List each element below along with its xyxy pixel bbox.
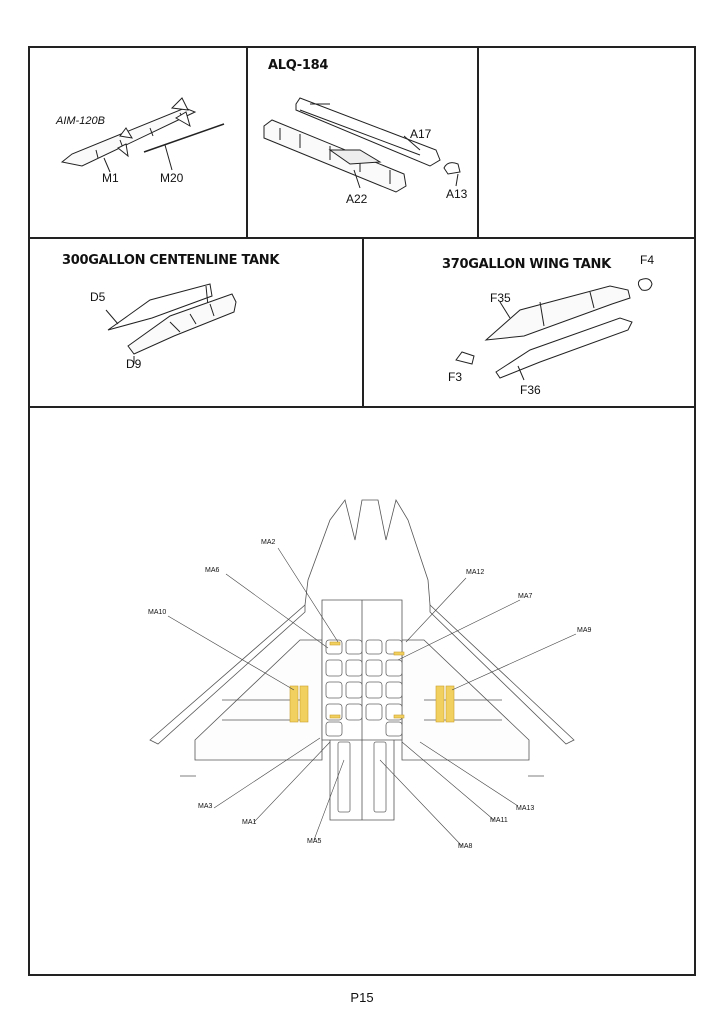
- wing-tank-drawing: [455, 278, 653, 381]
- part-label-f3: F3: [448, 370, 463, 384]
- divider-col-2: [477, 46, 479, 238]
- part-label-ma13: MA13: [516, 805, 535, 812]
- part-label-ma10: MA10: [148, 609, 167, 616]
- part-label-f4: F4: [640, 253, 655, 267]
- missile-drawing: [60, 97, 225, 173]
- part-label-ma2: MA2: [261, 539, 276, 546]
- part-label-ma12: MA12: [466, 569, 485, 576]
- wing-tank-title: 370GALLON WING TANK: [442, 257, 611, 272]
- page-number: P15: [350, 990, 374, 1005]
- part-label-ma3: MA3: [198, 803, 213, 810]
- part-label-ma8: MA8: [458, 843, 473, 850]
- divider-row-2: [28, 406, 696, 408]
- missile-name: AIM-120B: [56, 115, 105, 127]
- center-tank-drawing: [105, 283, 237, 364]
- divider-col-3: [362, 237, 364, 407]
- part-label-f36: F36: [520, 383, 541, 397]
- part-label-ma1: MA1: [242, 819, 257, 826]
- center-tank-title: 300GALLON CENTENLINE TANK: [62, 253, 280, 268]
- divider-col-1: [246, 46, 248, 238]
- pod-drawing: [263, 97, 461, 193]
- part-label-m20: M20: [160, 171, 184, 185]
- part-label-a13: A13: [446, 187, 468, 201]
- page-frame: [28, 46, 696, 976]
- part-label-m1: M1: [102, 171, 119, 185]
- part-label-ma7: MA7: [518, 593, 533, 600]
- part-label-ma11: MA11: [490, 817, 508, 824]
- part-label-ma6: MA6: [205, 567, 220, 574]
- part-label-d5: D5: [90, 290, 106, 304]
- part-label-ma5: MA5: [307, 838, 322, 845]
- part-label-a17: A17: [410, 127, 432, 141]
- part-label-f35: F35: [490, 291, 511, 305]
- part-label-d9: D9: [126, 357, 142, 371]
- part-label-a22: A22: [346, 192, 368, 206]
- part-label-ma9: MA9: [577, 627, 592, 634]
- airframe-drawing: [149, 498, 575, 821]
- pod-title: ALQ-184: [268, 58, 329, 73]
